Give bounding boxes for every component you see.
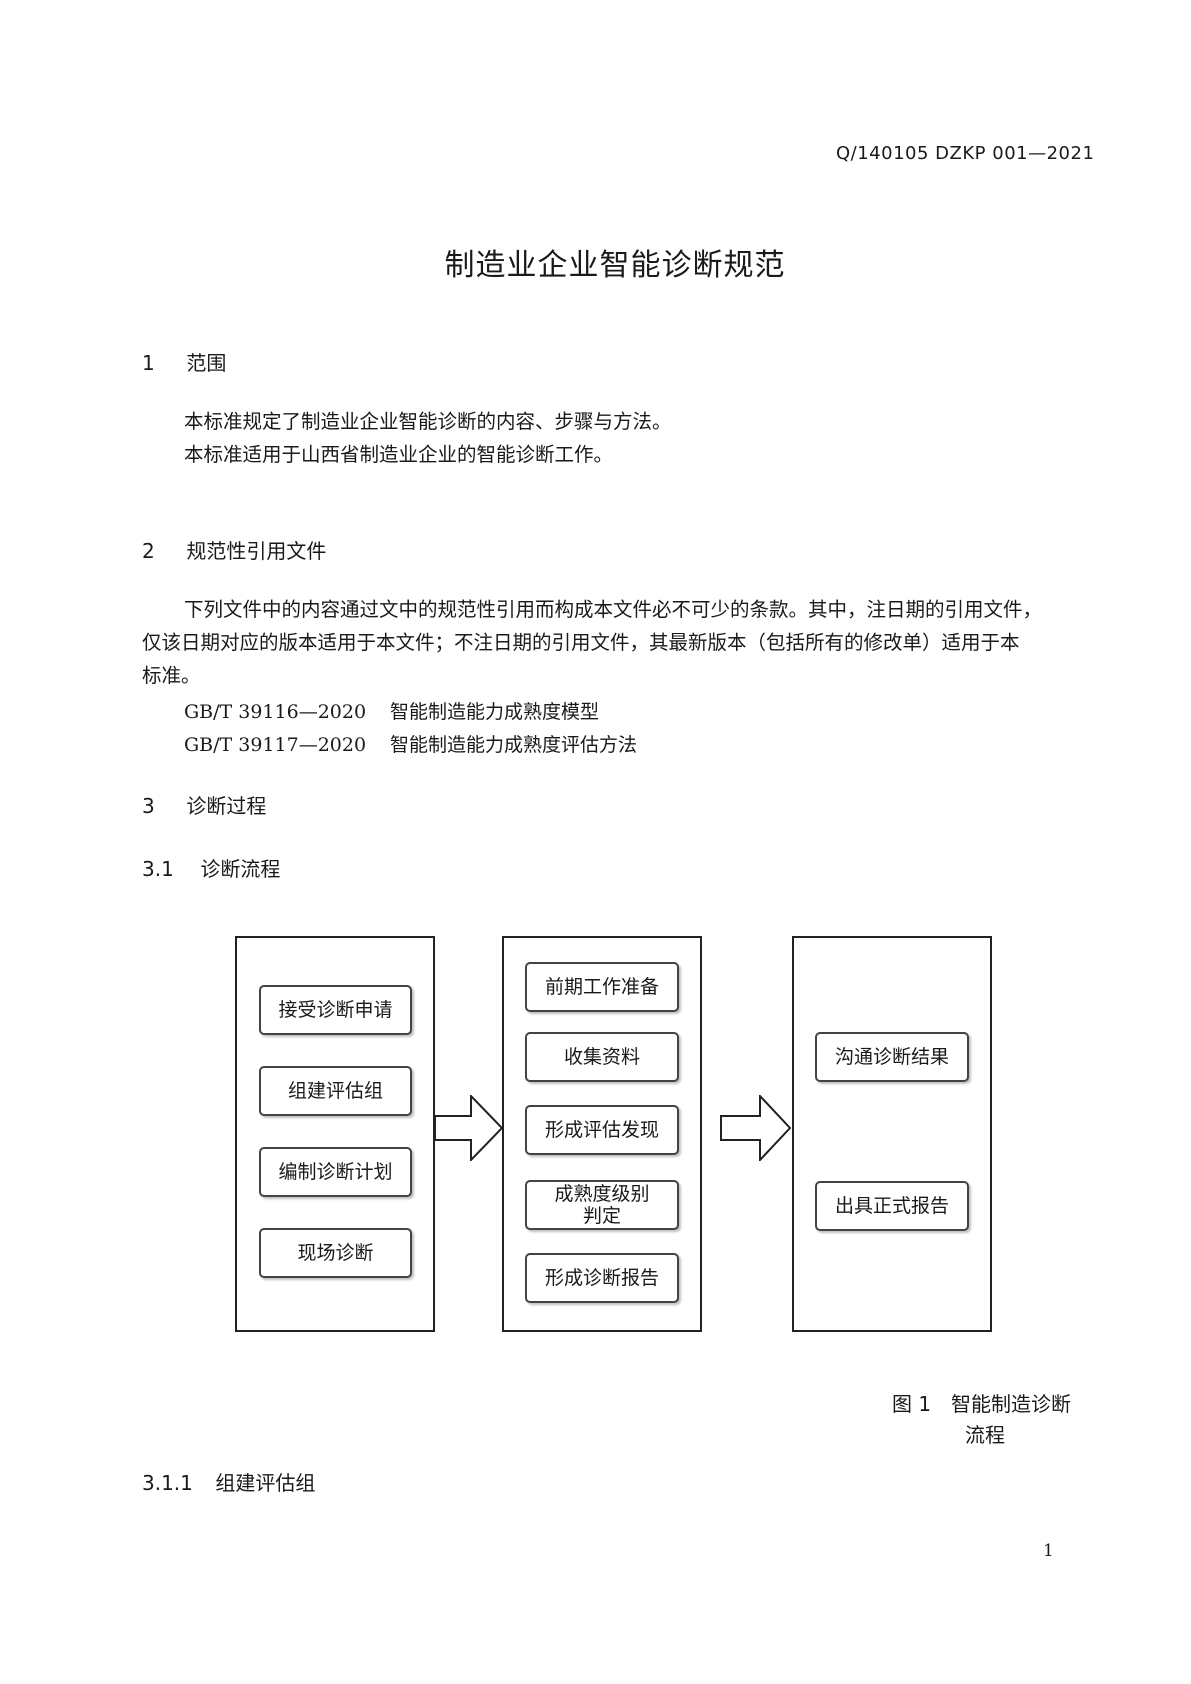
section-title: 诊断流程	[200, 857, 281, 881]
section-2-heading: 2 规范性引用文件	[142, 535, 326, 564]
paragraph-line: 下列文件中的内容通过文中的规范性引用而构成本文件必不可少的条款。其中，注日期的引…	[184, 598, 1043, 621]
reference-code: GB/T 39117—2020	[184, 734, 367, 756]
figure-caption-line: 流程	[965, 1423, 1005, 1447]
section-title: 组建评估组	[215, 1471, 316, 1495]
flow-step: 收集资料	[525, 1032, 679, 1082]
flow-step: 形成评估发现	[525, 1105, 679, 1155]
paragraph-line: 标准。	[142, 664, 201, 687]
reference-code: GB/T 39116—2020	[184, 701, 367, 723]
section-number: 3.1	[142, 857, 174, 881]
section-number: 3.1.1	[142, 1471, 193, 1495]
right-arrow-icon	[434, 1095, 504, 1161]
figure-caption-line: 智能制造诊断	[951, 1392, 1071, 1416]
section-1-heading: 1 范围	[142, 347, 226, 376]
flow-step: 形成诊断报告	[525, 1253, 679, 1303]
flow-step: 组建评估组	[259, 1066, 412, 1116]
reference-item: GB/T 39117—2020 智能制造能力成熟度评估方法	[184, 730, 637, 757]
flow-step: 编制诊断计划	[259, 1147, 412, 1197]
flow-step: 接受诊断申请	[259, 985, 412, 1035]
flow-step: 成熟度级别判定	[525, 1180, 679, 1230]
reference-title: 智能制造能力成熟度模型	[390, 701, 600, 723]
right-arrow-icon	[720, 1095, 792, 1161]
section-number: 2	[142, 539, 155, 563]
section-3-1-heading: 3.1 诊断流程	[142, 853, 280, 882]
page-title: 制造业企业智能诊断规范	[444, 248, 786, 283]
section-title: 范围	[186, 351, 227, 375]
paragraph-line: 仅该日期对应的版本适用于本文件；不注日期的引用文件，其最新版本（包括所有的修改单…	[142, 631, 1020, 654]
reference-item: GB/T 39116—2020 智能制造能力成熟度模型	[184, 697, 599, 724]
flow-step: 沟通诊断结果	[815, 1032, 969, 1082]
paragraph: 本标准规定了制造业企业智能诊断的内容、步骤与方法。	[184, 410, 672, 433]
paragraph: 本标准适用于山西省制造业企业的智能诊断工作。	[184, 443, 614, 466]
section-number: 1	[142, 351, 155, 375]
section-title: 规范性引用文件	[186, 539, 327, 563]
flow-step: 现场诊断	[259, 1228, 412, 1278]
document-number: Q/140105 DZKP 001—2021	[836, 143, 1095, 164]
flow-step: 前期工作准备	[525, 962, 679, 1012]
section-3-heading: 3 诊断过程	[142, 790, 266, 819]
figure-label: 图 1	[892, 1392, 932, 1416]
reference-title: 智能制造能力成熟度评估方法	[390, 734, 638, 756]
page-number: 1	[1043, 1541, 1054, 1561]
flow-column-3	[792, 936, 992, 1332]
section-number: 3	[142, 794, 155, 818]
flow-step: 出具正式报告	[815, 1181, 969, 1231]
section-3-1-1-heading: 3.1.1 组建评估组	[142, 1467, 315, 1496]
section-title: 诊断过程	[186, 794, 267, 818]
